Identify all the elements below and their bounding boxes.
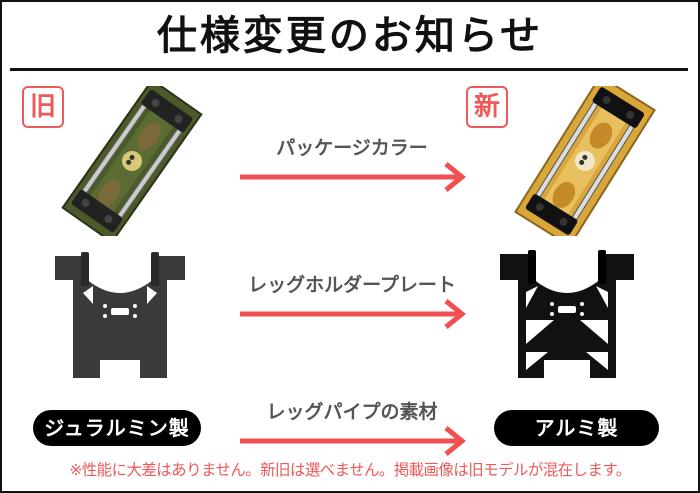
new-plate-image bbox=[492, 248, 642, 383]
page-title: 仕様変更のお知らせ bbox=[156, 13, 544, 59]
comparison-label: レッグホルダープレート bbox=[248, 274, 456, 296]
new-material-label: アルミ製 bbox=[494, 410, 659, 446]
new-package-image bbox=[505, 74, 665, 248]
old-plate-image bbox=[45, 248, 195, 383]
comparison-label: レッグパイプの素材 bbox=[266, 401, 438, 423]
old-material-label: ジュラルミン製 bbox=[33, 410, 201, 446]
right-arrow-icon bbox=[240, 426, 466, 456]
right-arrow-icon bbox=[240, 162, 466, 192]
comparison-leg-pipe-material: レッグパイプの素材 bbox=[236, 397, 468, 456]
comparison-label: パッケージカラー bbox=[276, 137, 428, 159]
old-badge: 旧 bbox=[22, 86, 64, 128]
old-package-image bbox=[52, 78, 212, 244]
comparison-leg-holder-plate: レッグホルダープレート bbox=[236, 270, 468, 329]
comparison-package-color: パッケージカラー bbox=[236, 133, 468, 192]
new-badge: 新 bbox=[466, 86, 508, 128]
title-divider bbox=[10, 68, 688, 71]
right-arrow-icon bbox=[240, 299, 466, 329]
disclaimer-note: ※性能に大差はありません。新旧は選べません。掲載画像は旧モデルが混在します。 bbox=[69, 461, 631, 479]
